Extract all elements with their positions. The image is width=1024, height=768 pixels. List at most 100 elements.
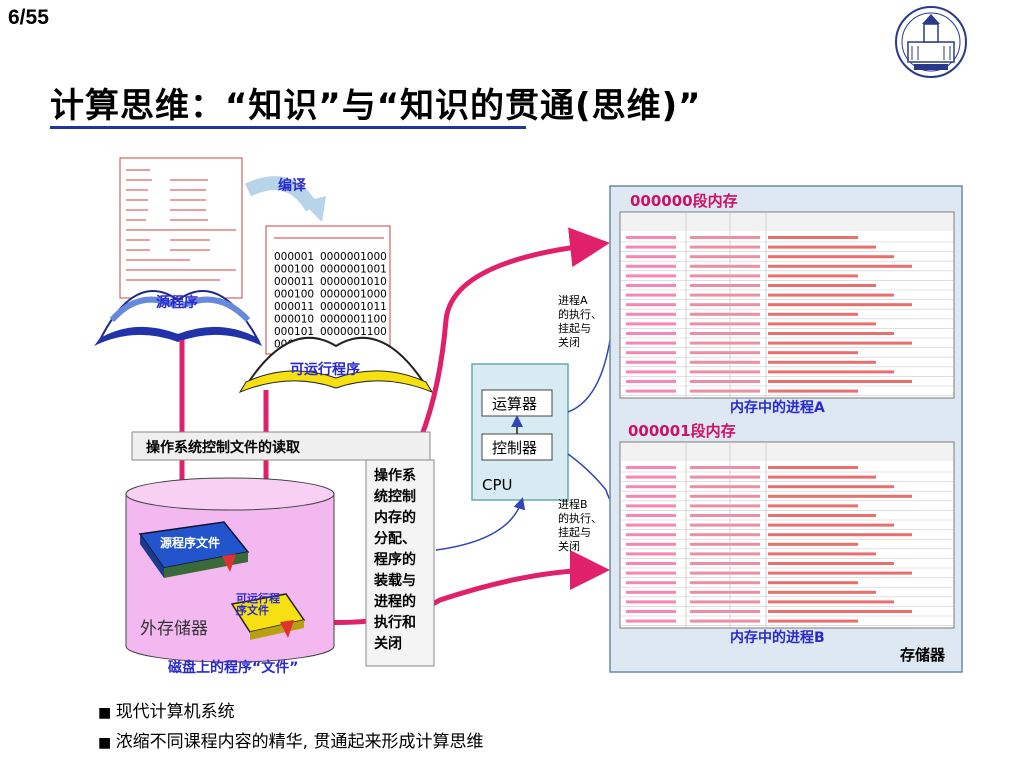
source-program-label: 源程序 [156, 294, 198, 311]
segment1-label: 000001段内存 [628, 422, 736, 440]
process-b-note-line: 关闭 [558, 539, 580, 553]
table-row [626, 303, 676, 307]
bullet-item: 现代计算机系统 [98, 698, 484, 728]
binary-code-sheet [265, 225, 391, 355]
table-row [626, 523, 676, 527]
os-to-cpu-link [435, 497, 526, 551]
binary-operand: 0000001000 [320, 251, 387, 263]
binary-opcode: 000101 [274, 326, 314, 338]
table-row [626, 293, 676, 297]
os-memory-line: 统控制 [374, 488, 416, 505]
binary-operand: 0000001000 [320, 289, 387, 301]
table-row [626, 236, 676, 239]
cpu-box [471, 363, 569, 501]
exe-file-line: 序文件 [236, 603, 269, 617]
exe-file-line: 可运行程 [236, 591, 280, 605]
table-row [626, 284, 676, 287]
table-row [626, 264, 676, 268]
table-row [626, 351, 676, 355]
os-memory-line: 进程的 [374, 593, 416, 610]
binary-opcode: 000100 [274, 289, 314, 301]
table-row [626, 341, 676, 345]
executable-file-icon [230, 593, 306, 640]
bullet-list: 现代计算机系统 浓缩不同课程内容的精华, 贯通起来形成计算思维 [98, 698, 484, 758]
binary-opcode: 000100 [274, 264, 314, 276]
source-book-icon [94, 290, 262, 346]
table-row [626, 619, 676, 623]
load-process-a-arrow [417, 227, 610, 441]
compile-label: 编译 [278, 177, 307, 194]
table-row [626, 600, 676, 604]
source-file-icon [138, 521, 250, 578]
disk-files-label: 磁盘上的程序“文件” [168, 659, 298, 676]
storage-label: 存储器 [900, 646, 946, 664]
os-read-box [131, 431, 431, 461]
table-row [626, 332, 676, 335]
binary-operand: 0000001100 [320, 314, 387, 326]
os-memory-line: 操作系 [374, 467, 416, 484]
table-row [626, 360, 676, 364]
binary-opcode: 000001 [274, 251, 314, 263]
process-a-label: 内存中的进程A [730, 399, 825, 416]
os-memory-line: 分配、 [374, 531, 416, 547]
process-b-label: 内存中的进程B [730, 629, 825, 646]
segment1-rows [621, 442, 953, 628]
table-row [626, 562, 676, 565]
table-row [626, 389, 676, 393]
os-memory-line: 内存的 [374, 509, 416, 526]
table-row [626, 542, 676, 546]
os-memory-line: 程序的 [374, 551, 416, 568]
cpu-label: CPU [482, 476, 513, 494]
table-row [626, 494, 676, 498]
executable-book-icon [238, 337, 434, 394]
os-memory-line: 装载与 [373, 572, 416, 589]
table-row [626, 533, 676, 537]
process-a-note-line: 的执行、 [558, 307, 602, 321]
process-a-note-line: 进程A [558, 294, 588, 307]
external-storage-label: 外存储器 [140, 619, 208, 639]
table-row [626, 504, 676, 508]
binary-opcode: 000011 [274, 276, 314, 288]
load-process-b-arrow [289, 550, 610, 625]
page-title: 计算思维：“知识”与“知识的贯通(思维)” [50, 86, 702, 126]
source-file-label: 源程序文件 [160, 535, 220, 550]
table-row [626, 370, 676, 374]
table-row [626, 466, 676, 469]
table-row [626, 514, 676, 517]
binary-opcode: 000011 [274, 301, 314, 313]
table-row [626, 610, 676, 613]
table-row [626, 245, 676, 249]
table-row [626, 590, 676, 594]
table-header [621, 443, 953, 461]
table-row [626, 581, 676, 585]
table-row [626, 274, 676, 278]
os-memory-box [365, 459, 435, 667]
bullet-item: 浓缩不同课程内容的精华, 贯通起来形成计算思维 [98, 728, 484, 758]
os-memory-line: 关闭 [374, 635, 402, 652]
table-row [626, 312, 676, 316]
table-row [626, 322, 676, 326]
executable-program-label: 可运行程序 [290, 361, 360, 378]
table-header [621, 213, 953, 231]
university-logo-icon [895, 6, 967, 78]
alu-label: 运算器 [492, 395, 537, 413]
table-row [626, 475, 676, 479]
table-row [626, 255, 676, 259]
binary-operand: 0000001011 [320, 301, 387, 313]
table-row [626, 485, 676, 489]
process-a-note-line: 关闭 [558, 335, 580, 349]
controller-label: 控制器 [492, 439, 537, 457]
binary-opcode: 000010 [274, 314, 314, 326]
table-row [626, 380, 676, 383]
table-row [626, 552, 676, 556]
title-underline [50, 126, 526, 129]
os-read-label: 操作系统控制文件的读取 [146, 439, 301, 456]
source-program-sheet [119, 157, 243, 299]
os-memory-line: 执行和 [374, 614, 416, 631]
binary-operand: 0000001100 [320, 326, 387, 338]
